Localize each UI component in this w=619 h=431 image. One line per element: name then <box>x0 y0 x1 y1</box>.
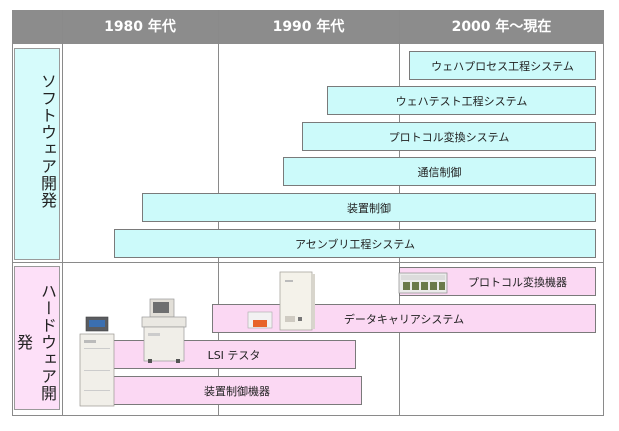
category-hardware: ハードウェア開発 <box>14 266 60 410</box>
data-carrier-tower-photo <box>279 271 315 331</box>
category-software: ソフトウェア開発 <box>14 48 60 260</box>
bar-protocol-system: プロトコル変換システム <box>302 122 596 151</box>
category-hardware-label: ハードウェア開発 <box>14 282 57 402</box>
equipment-control-rack-photo <box>79 316 115 407</box>
bar-wafer-test: ウェハテスト工程システム <box>327 86 596 115</box>
section-divider <box>12 262 604 263</box>
lsi-tester-photo <box>141 298 187 363</box>
category-software-label: ソフトウェア開発 <box>38 73 57 209</box>
era-1980s: 1980 年代 <box>104 19 176 35</box>
bar-communication-control: 通信制御 <box>283 157 596 186</box>
bar-wafer-process: ウェハプロセス工程システム <box>409 51 596 80</box>
bar-assembly-system: アセンブリ工程システム <box>114 229 596 258</box>
era-header <box>12 10 604 44</box>
bar-data-carrier: データキャリアシステム <box>212 304 596 333</box>
data-carrier-tag-photo <box>247 311 273 329</box>
grid-line-left <box>62 10 63 416</box>
protocol-device-photo <box>398 272 448 294</box>
era-1990s: 1990 年代 <box>272 19 345 35</box>
bar-equipment-control-device: 装置制御機器 <box>112 376 362 405</box>
era-2000s: 2000 年〜現在 <box>451 19 552 35</box>
bar-equipment-control: 装置制御 <box>142 193 596 222</box>
